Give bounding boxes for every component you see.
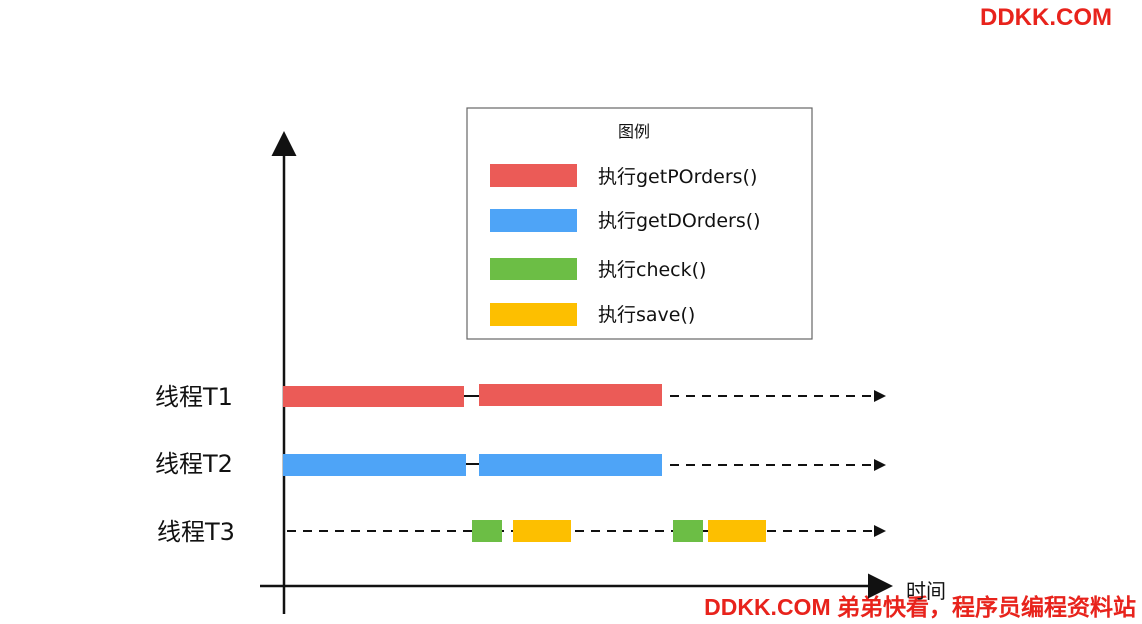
thread-t3-label: 线程T3 — [157, 518, 235, 546]
t3-check-segment-1 — [472, 520, 502, 542]
legend-swatch-save — [490, 303, 577, 326]
thread-t2-label: 线程T2 — [155, 450, 233, 478]
thread-t1-row: 线程T1 — [155, 383, 886, 411]
legend: 图例 执行getPOrders() 执行getDOrders() 执行check… — [466, 107, 813, 340]
t3-arrowhead — [874, 525, 886, 537]
legend-label-check: 执行check() — [598, 259, 706, 281]
x-axis-label: 时间 — [906, 579, 946, 603]
t1-getporders-segment-1 — [283, 386, 464, 407]
watermark-top: DDKK.COM — [980, 4, 1112, 31]
legend-label-save: 执行save() — [598, 304, 695, 326]
legend-label-getporders: 执行getPOrders() — [598, 166, 757, 188]
watermark-bottom: DDKK.COM 弟弟快看，程序员编程资料站 — [704, 594, 1136, 620]
t3-save-segment-2 — [708, 520, 766, 542]
legend-title: 图例 — [618, 122, 650, 141]
legend-swatch-getporders — [490, 164, 577, 187]
t1-arrowhead — [874, 390, 886, 402]
thread-t1-label: 线程T1 — [155, 383, 233, 411]
legend-swatch-check — [490, 258, 577, 280]
t2-arrowhead — [874, 459, 886, 471]
t2-getdorders-segment-1 — [283, 454, 466, 476]
t2-getdorders-segment-2 — [479, 454, 662, 476]
legend-label-getdorders: 执行getDOrders() — [598, 210, 761, 232]
legend-swatch-getdorders — [490, 209, 577, 232]
t3-save-segment-1 — [513, 520, 571, 542]
t3-check-segment-2 — [673, 520, 703, 542]
thread-t2-row: 线程T2 — [155, 450, 886, 478]
t1-getporders-segment-2 — [479, 384, 662, 406]
thread-t3-row: 线程T3 — [157, 518, 886, 546]
